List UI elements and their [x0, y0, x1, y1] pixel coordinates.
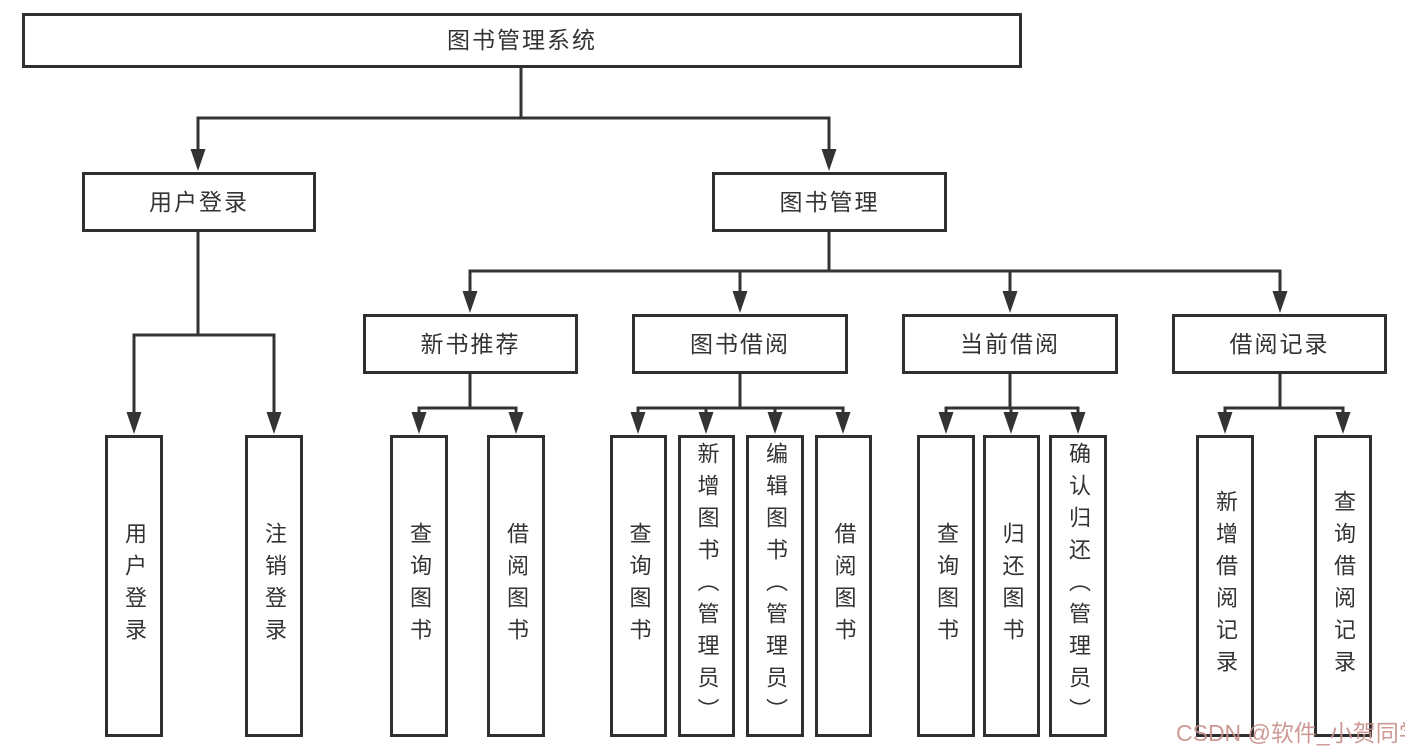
leaf-cb-return-books-label: 归还图书 — [999, 522, 1025, 650]
leaf-bb-edit-books-admin: 编辑图书（管理员） — [746, 435, 804, 737]
node-current-borrowing: 当前借阅 — [902, 314, 1118, 374]
arrow-down-icon — [630, 412, 646, 434]
node-new-book-recommendation: 新书推荐 — [363, 314, 578, 374]
node-borrowing-records-label: 借阅记录 — [1229, 330, 1330, 357]
arrow-down-icon — [508, 412, 524, 434]
leaf-bb-query-books: 查询图书 — [610, 435, 667, 737]
arrow-down-icon — [1070, 412, 1086, 434]
node-user-login-label: 用户登录 — [149, 188, 249, 215]
node-book-management: 图书管理 — [712, 172, 947, 232]
arrow-down-icon — [1272, 291, 1288, 313]
leaf-bb-add-books-admin-label: 新增图书（管理员） — [694, 442, 720, 730]
leaf-cb-confirm-return-admin: 确认归还（管理员） — [1049, 435, 1107, 737]
leaf-user-login-label: 用户登录 — [122, 522, 147, 650]
arrow-down-icon — [1335, 412, 1351, 434]
leaf-bb-borrow-books: 借阅图书 — [815, 435, 872, 737]
leaf-bb-edit-books-admin-label: 编辑图书（管理员） — [763, 442, 788, 730]
arrow-down-icon — [821, 149, 837, 171]
connector-path — [132, 64, 1345, 417]
leaf-user-login: 用户登录 — [105, 435, 163, 737]
leaf-cb-confirm-return-admin-label: 确认归还（管理员） — [1066, 442, 1091, 730]
node-borrowing-records: 借阅记录 — [1172, 314, 1387, 374]
arrow-down-icon — [411, 412, 427, 434]
arrow-down-icon — [1217, 412, 1233, 434]
node-root-label: 图书管理系统 — [447, 27, 597, 53]
leaf-bb-borrow-books-label: 借阅图书 — [831, 522, 857, 650]
leaf-nbr-query-books: 查询图书 — [390, 435, 448, 737]
leaf-br-query-record-label: 查询借阅记录 — [1331, 490, 1356, 682]
arrowhead-icons — [126, 149, 1351, 434]
leaf-logout-label: 注销登录 — [262, 522, 287, 650]
arrow-down-icon — [1003, 412, 1019, 434]
leaf-br-query-record: 查询借阅记录 — [1314, 435, 1372, 737]
node-current-borrowing-label: 当前借阅 — [960, 330, 1060, 357]
leaf-logout: 注销登录 — [245, 435, 303, 737]
arrow-down-icon — [266, 412, 282, 434]
leaf-bb-add-books-admin: 新增图书（管理员） — [678, 435, 735, 737]
leaf-cb-query-books: 查询图书 — [917, 435, 975, 737]
leaf-cb-query-books-label: 查询图书 — [934, 522, 959, 650]
node-book-borrowing-label: 图书借阅 — [690, 330, 790, 357]
arrow-down-icon — [190, 149, 206, 171]
node-new-book-recommendation-label: 新书推荐 — [420, 330, 521, 357]
leaf-cb-return-books: 归还图书 — [983, 435, 1040, 737]
arrow-down-icon — [126, 412, 142, 434]
arrow-down-icon — [462, 291, 478, 313]
node-book-management-label: 图书管理 — [779, 188, 880, 215]
arrow-down-icon — [835, 412, 851, 434]
node-user-login: 用户登录 — [82, 172, 316, 232]
arrow-down-icon — [767, 412, 783, 434]
leaf-nbr-borrow-books-label: 借阅图书 — [504, 522, 529, 650]
arrow-down-icon — [732, 291, 748, 313]
watermark: CSDN @软件_小贺同学 — [1176, 720, 1405, 746]
leaf-br-add-record: 新增借阅记录 — [1196, 435, 1254, 737]
leaf-nbr-query-books-label: 查询图书 — [407, 522, 432, 650]
leaf-bb-query-books-label: 查询图书 — [626, 522, 652, 650]
node-book-borrowing: 图书借阅 — [632, 314, 848, 374]
arrow-down-icon — [1002, 291, 1018, 313]
leaf-br-add-record-label: 新增借阅记录 — [1213, 490, 1238, 682]
arrow-down-icon — [938, 412, 954, 434]
leaf-nbr-borrow-books: 借阅图书 — [487, 435, 545, 737]
node-root: 图书管理系统 — [22, 13, 1022, 68]
arrow-down-icon — [698, 412, 714, 434]
